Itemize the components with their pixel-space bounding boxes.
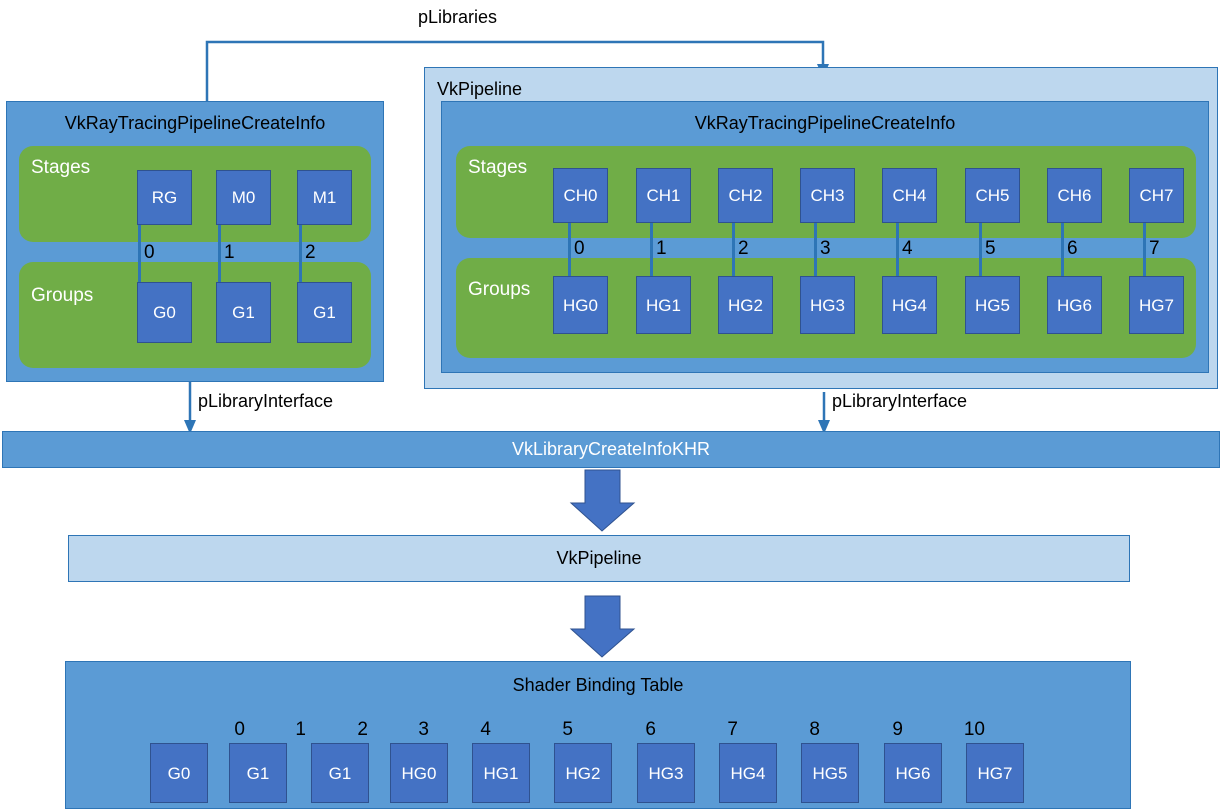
right-group-chip-2[interactable]: HG2 xyxy=(718,276,773,334)
left-index-2: 2 xyxy=(305,242,316,263)
left-stages-label: Stages xyxy=(31,157,91,178)
sbt-entry-4[interactable]: HG1 xyxy=(472,743,530,803)
left-stage-chip-0[interactable]: RG xyxy=(137,170,192,225)
right-group-chip-7[interactable]: HG7 xyxy=(1129,276,1184,334)
right-connector-1 xyxy=(650,203,653,276)
sbt-entry-9[interactable]: HG6 xyxy=(884,743,942,803)
right-index-7: 7 xyxy=(1149,238,1160,259)
right-connector-6 xyxy=(1061,203,1064,276)
left-index-0: 0 xyxy=(144,242,155,263)
right-connector-0 xyxy=(568,203,571,276)
right-panel-title: VkRayTracingPipelineCreateInfo xyxy=(694,113,956,133)
sbt-index-2: 2 xyxy=(357,719,368,740)
right-stage-chip-7[interactable]: CH7 xyxy=(1129,168,1184,223)
right-group-chip-5[interactable]: HG5 xyxy=(965,276,1020,334)
sbt-index-4: 4 xyxy=(480,719,491,740)
sbt-index-8: 8 xyxy=(809,719,820,740)
left-create-info-panel: VkRayTracingPipelineCreateInfo Stages Gr… xyxy=(6,101,384,382)
right-stage-chip-3[interactable]: CH3 xyxy=(800,168,855,223)
sbt-index-9: 9 xyxy=(892,719,903,740)
right-stage-chip-6[interactable]: CH6 xyxy=(1047,168,1102,223)
sbt-index-1: 1 xyxy=(295,719,306,740)
library-create-info-bar[interactable]: VkLibraryCreateInfoKHR xyxy=(2,431,1220,468)
right-index-0: 0 xyxy=(574,238,585,259)
vkpipeline-result-label: VkPipeline xyxy=(556,548,642,568)
sbt-entry-1[interactable]: G1 xyxy=(229,743,287,803)
vkpipeline-result-bar[interactable]: VkPipeline xyxy=(68,535,1130,582)
left-groups-label: Groups xyxy=(31,285,94,306)
right-connector-7 xyxy=(1143,203,1146,276)
sbt-index-10: 10 xyxy=(963,719,985,740)
p-library-interface-left-label: pLibraryInterface xyxy=(198,391,334,411)
right-create-info-panel: VkRayTracingPipelineCreateInfo Stages Gr… xyxy=(441,101,1209,373)
sbt-entry-6[interactable]: HG3 xyxy=(637,743,695,803)
sbt-index-7: 7 xyxy=(727,719,738,740)
right-group-chip-1[interactable]: HG1 xyxy=(636,276,691,334)
left-stage-chip-2[interactable]: M1 xyxy=(297,170,352,225)
sbt-index-0: 0 xyxy=(234,719,245,740)
sbt-entry-2[interactable]: G1 xyxy=(311,743,369,803)
p-library-interface-right-label: pLibraryInterface xyxy=(832,391,968,411)
right-index-2: 2 xyxy=(738,238,749,259)
vkpipeline-wrapper: VkPipeline VkRayTracingPipelineCreateInf… xyxy=(424,67,1218,389)
right-stage-chip-4[interactable]: CH4 xyxy=(882,168,937,223)
left-group-chip-0[interactable]: G0 xyxy=(137,282,192,343)
left-group-chip-2[interactable]: G1 xyxy=(297,282,352,343)
sbt-entry-7[interactable]: HG4 xyxy=(719,743,777,803)
left-stage-chip-1[interactable]: M0 xyxy=(216,170,271,225)
right-index-5: 5 xyxy=(985,238,996,259)
sbt-entry-10[interactable]: HG7 xyxy=(966,743,1024,803)
library-create-info-label: VkLibraryCreateInfoKHR xyxy=(511,439,711,459)
right-connector-5 xyxy=(979,203,982,276)
flow-arrow-pipeline-to-sbt xyxy=(569,595,636,658)
right-index-4: 4 xyxy=(902,238,913,259)
right-group-chip-0[interactable]: HG0 xyxy=(553,276,608,334)
sbt-entry-8[interactable]: HG5 xyxy=(801,743,859,803)
sbt-entry-0[interactable]: G0 xyxy=(150,743,208,803)
right-stage-chip-5[interactable]: CH5 xyxy=(965,168,1020,223)
right-stage-chip-1[interactable]: CH1 xyxy=(636,168,691,223)
right-stages-label: Stages xyxy=(468,157,528,178)
left-panel-title: VkRayTracingPipelineCreateInfo xyxy=(64,113,326,133)
sbt-entry-5[interactable]: HG2 xyxy=(554,743,612,803)
right-connector-4 xyxy=(896,203,899,276)
left-index-1: 1 xyxy=(224,242,235,263)
right-index-6: 6 xyxy=(1067,238,1078,259)
right-index-3: 3 xyxy=(820,238,831,259)
flow-arrow-library-to-pipeline xyxy=(569,469,636,532)
vkpipeline-wrapper-title: VkPipeline xyxy=(437,79,523,99)
right-stage-chip-2[interactable]: CH2 xyxy=(718,168,773,223)
left-group-chip-1[interactable]: G1 xyxy=(216,282,271,343)
right-stage-chip-0[interactable]: CH0 xyxy=(553,168,608,223)
right-group-chip-3[interactable]: HG3 xyxy=(800,276,855,334)
right-connector-2 xyxy=(732,203,735,276)
p-libraries-label: pLibraries xyxy=(418,7,498,27)
left-connector-0 xyxy=(138,207,141,282)
sbt-entry-3[interactable]: HG0 xyxy=(390,743,448,803)
shader-binding-table-title: Shader Binding Table xyxy=(512,675,684,695)
right-connector-3 xyxy=(814,203,817,276)
right-index-1: 1 xyxy=(656,238,667,259)
sbt-index-3: 3 xyxy=(418,719,429,740)
left-connector-2 xyxy=(299,207,302,282)
right-group-chip-6[interactable]: HG6 xyxy=(1047,276,1102,334)
shader-binding-table: Shader Binding Table 0 1 2 3 4 5 6 7 8 9… xyxy=(65,661,1131,809)
right-group-chip-4[interactable]: HG4 xyxy=(882,276,937,334)
sbt-index-6: 6 xyxy=(645,719,656,740)
left-connector-1 xyxy=(218,207,221,282)
sbt-index-5: 5 xyxy=(562,719,573,740)
right-groups-label: Groups xyxy=(468,279,531,300)
